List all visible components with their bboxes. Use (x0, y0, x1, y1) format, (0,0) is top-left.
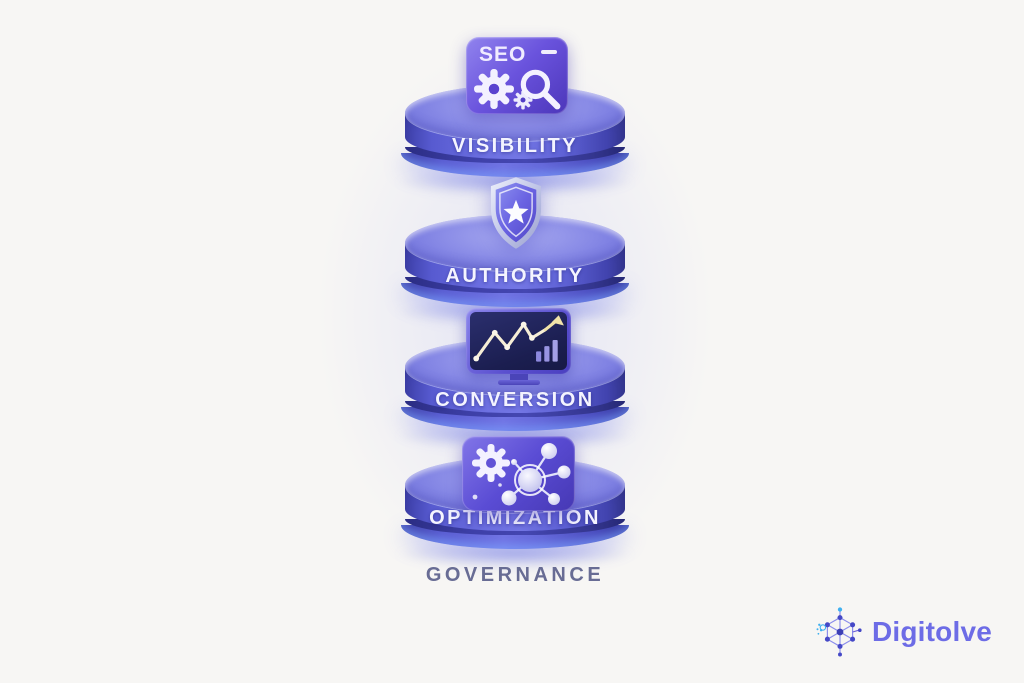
layer-label-conversion: CONVERSION (435, 389, 595, 411)
network-molecule-icon (813, 605, 867, 659)
chart-line (474, 322, 547, 361)
gear-icon (472, 444, 510, 482)
diagram-layer-visibility: VISIBILITY (393, 85, 637, 195)
network-nodes (501, 443, 571, 506)
star-icon (503, 199, 529, 224)
brand-name: Digitolve (871, 616, 992, 647)
network-core (518, 468, 542, 492)
sparkle-dots (472, 483, 502, 500)
chart-points (473, 321, 535, 362)
governance-base-label: GOVERNANCE (425, 564, 605, 586)
monitor-stand-neck (509, 374, 528, 380)
small-gear-icon (513, 90, 533, 110)
shield-star-icon (486, 176, 546, 250)
gear-network-icon (462, 436, 575, 511)
network-core-ring (514, 464, 546, 496)
seo-label: SEO (479, 43, 527, 66)
layer-label-authority: AUTHORITY (445, 265, 585, 287)
brand-logo: Digitolve (813, 605, 992, 659)
minimize-dash-icon (541, 50, 557, 54)
monitor-screen (470, 312, 567, 370)
chart-bars (536, 339, 558, 362)
monitor-frame (466, 308, 571, 374)
analytics-monitor-icon (466, 308, 571, 385)
layer-label-optimization: OPTIMIZATION (429, 507, 601, 529)
arrow-head (551, 315, 564, 326)
shield-inner-outline (499, 186, 533, 238)
seo-card-icon: SEO (466, 37, 568, 114)
monitor-stand-base (497, 380, 540, 385)
magnifier-icon (517, 66, 563, 112)
layer-label-visibility: VISIBILITY (451, 135, 579, 157)
gear-icon (473, 68, 515, 110)
